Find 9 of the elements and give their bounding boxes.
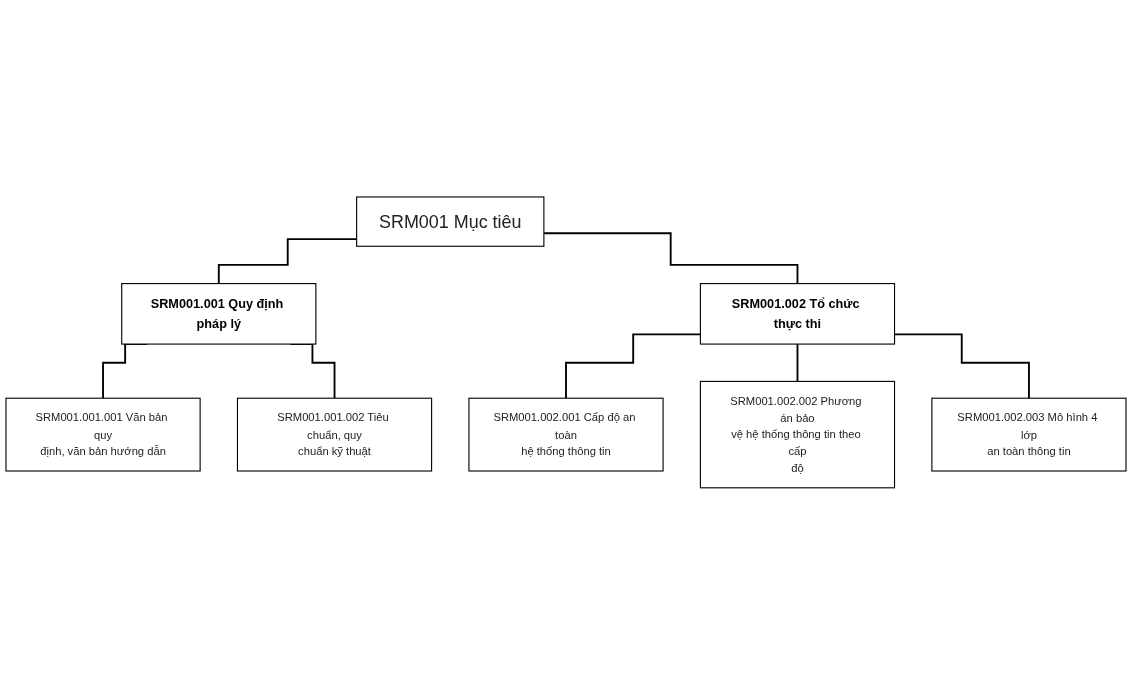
node-box: SRM001.001.002 Tiêu chuẩn, quy chuẩn kỹ thuật bbox=[236, 397, 433, 472]
node-box: SRM001.002 Tổ chức thực thi bbox=[699, 282, 896, 345]
connector bbox=[796, 342, 799, 382]
node-box: SRM001.002.002 Phương án bảo vệ hệ thống thông tin theo cấp độ bbox=[699, 380, 896, 488]
node-box: SRM001 Mục tiêu bbox=[356, 196, 545, 247]
node-box: SRM001.002.003 Mô hình 4 lớp an toàn thông tin bbox=[931, 397, 1127, 472]
node-box: SRM001.001 Quy định pháp lý bbox=[121, 282, 317, 345]
node-box: SRM001.002.001 Cấp độ an toàn hệ thống thông tin bbox=[468, 397, 664, 472]
node-box: SRM001.001.001 Văn bản quy định, văn bản hướng dẫn bbox=[5, 397, 201, 472]
